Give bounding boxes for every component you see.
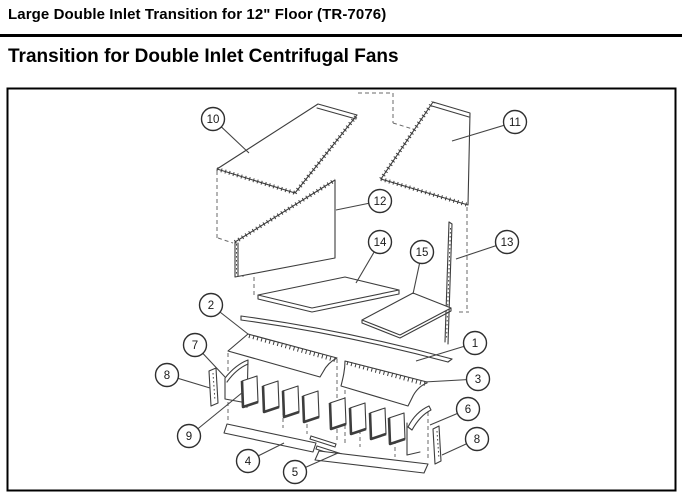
svg-text:10: 10 bbox=[207, 114, 220, 126]
section-heading: Transition for Double Inlet Centrifugal … bbox=[8, 46, 399, 67]
part-2-sloped-panel bbox=[227, 333, 338, 378]
callout-13: 13 bbox=[455, 229, 520, 260]
callout-6: 6 bbox=[429, 396, 481, 426]
part-1-curved-strip bbox=[240, 315, 453, 363]
part-13-corner-strip bbox=[444, 221, 453, 345]
svg-text:8: 8 bbox=[474, 434, 480, 446]
part-15-plate bbox=[361, 292, 452, 339]
callout-9: 9 bbox=[176, 391, 244, 449]
part-5-floor-panel bbox=[314, 450, 429, 474]
part-6-end-gusset bbox=[407, 405, 432, 431]
svg-text:8: 8 bbox=[164, 370, 170, 382]
stiffener-plate bbox=[240, 375, 259, 409]
stiffener-plate bbox=[281, 385, 300, 419]
svg-text:15: 15 bbox=[416, 247, 429, 259]
svg-text:14: 14 bbox=[374, 237, 387, 249]
callout-5: 5 bbox=[282, 452, 339, 485]
stiffener-plate bbox=[387, 412, 406, 446]
part-12-panel bbox=[233, 178, 337, 278]
callout-12: 12 bbox=[335, 188, 393, 214]
part-11-panel bbox=[379, 100, 471, 207]
part-3-sloped-panel bbox=[340, 360, 428, 407]
svg-text:1: 1 bbox=[472, 338, 478, 350]
callout-10: 10 bbox=[200, 106, 250, 154]
callout-15: 15 bbox=[409, 239, 435, 295]
callouts: 10 11 12 13 14 15 2 1 7 8 3 6 9 4 8 5 bbox=[154, 106, 528, 485]
stiffener-plate bbox=[328, 397, 347, 431]
callout-7: 7 bbox=[182, 332, 226, 378]
title-rule bbox=[0, 34, 682, 37]
part-8-strip-left bbox=[208, 367, 219, 407]
svg-text:12: 12 bbox=[374, 196, 387, 208]
stiffener-plate bbox=[301, 390, 320, 424]
stiffener-plate bbox=[348, 402, 367, 436]
part-14-plate bbox=[257, 276, 400, 313]
stiffener-plate bbox=[261, 380, 280, 414]
callout-8-left: 8 bbox=[154, 362, 211, 389]
right-end-face bbox=[406, 422, 421, 456]
part-4-floor-panel bbox=[223, 423, 317, 453]
svg-text:9: 9 bbox=[186, 431, 192, 443]
svg-text:13: 13 bbox=[501, 237, 514, 249]
part-8-strip-right bbox=[432, 425, 442, 465]
svg-text:4: 4 bbox=[245, 456, 252, 468]
callout-14: 14 bbox=[355, 229, 393, 284]
svg-text:3: 3 bbox=[475, 374, 481, 386]
diagram-frame bbox=[6, 87, 677, 492]
svg-text:11: 11 bbox=[509, 117, 521, 129]
part-9-stiffener-plates bbox=[240, 375, 406, 446]
svg-text:5: 5 bbox=[292, 467, 298, 479]
callout-8-right: 8 bbox=[441, 426, 490, 456]
callout-3: 3 bbox=[423, 366, 491, 392]
stiffener-plate bbox=[368, 407, 387, 441]
callout-1: 1 bbox=[415, 330, 488, 362]
page-title: Large Double Inlet Transition for 12" Fl… bbox=[8, 6, 387, 23]
callout-11: 11 bbox=[451, 109, 528, 142]
svg-text:6: 6 bbox=[465, 404, 471, 416]
callout-2: 2 bbox=[198, 292, 249, 335]
svg-text:2: 2 bbox=[208, 300, 214, 312]
callout-4: 4 bbox=[235, 442, 285, 474]
part-10-panel bbox=[216, 103, 359, 195]
svg-text:7: 7 bbox=[192, 340, 198, 352]
